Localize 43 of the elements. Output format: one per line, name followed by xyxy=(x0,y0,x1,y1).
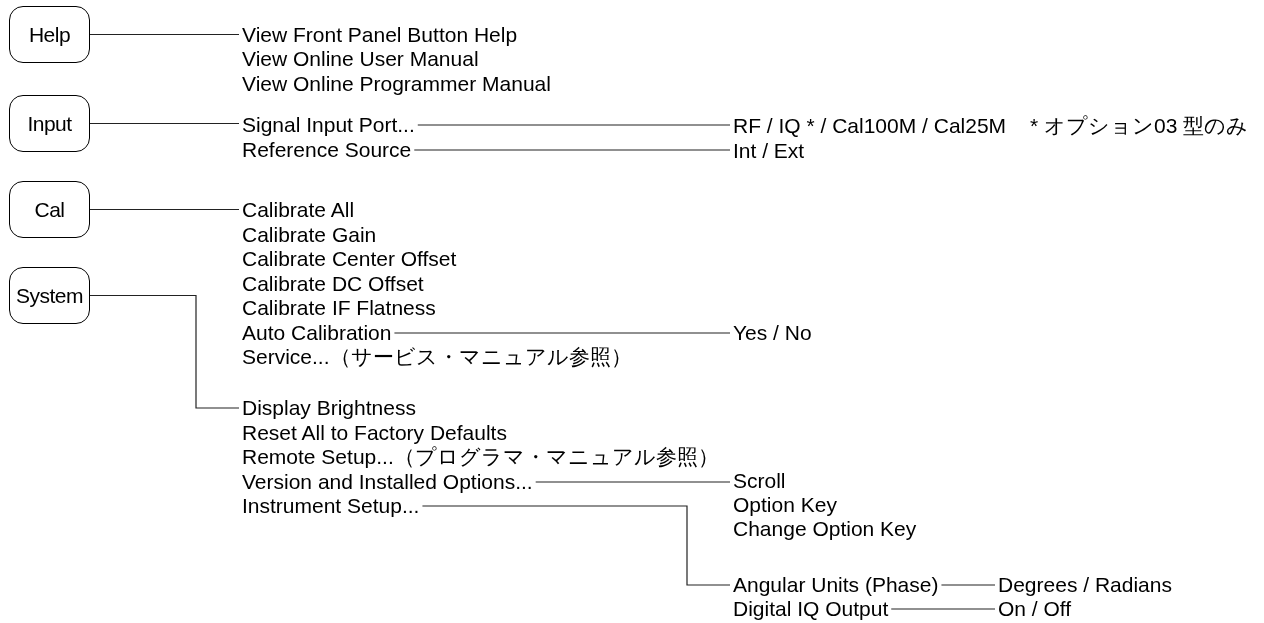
menu-key: Cal xyxy=(9,181,90,238)
menu-item: Calibrate Gain xyxy=(239,223,380,247)
connector-line xyxy=(89,122,240,125)
menu-item: Reference Source xyxy=(239,138,415,162)
menu-item: Degrees / Radians xyxy=(995,573,1175,597)
connector-line xyxy=(417,124,731,126)
menu-item: Display Brightness xyxy=(239,396,419,420)
menu-item: View Online User Manual xyxy=(239,47,482,71)
menu-item: On / Off xyxy=(995,597,1075,621)
connector-line xyxy=(421,505,731,586)
menu-key: Help xyxy=(9,6,90,63)
connector-line xyxy=(393,332,731,334)
menu-item: Scroll xyxy=(730,469,789,493)
menu-item: Version and Installed Options... xyxy=(239,470,536,494)
menu-item: Option Key xyxy=(730,493,840,517)
connector-line xyxy=(413,149,731,151)
menu-key: System xyxy=(9,267,90,324)
menu-item: Calibrate IF Flatness xyxy=(239,296,439,320)
connector-line xyxy=(89,33,240,36)
menu-item: Service...（サービス・マニュアル参照） xyxy=(239,345,635,369)
menu-item: Calibrate All xyxy=(239,198,358,222)
menu-item: Signal Input Port... xyxy=(239,113,418,137)
menu-item: Change Option Key xyxy=(730,517,920,541)
menu-item: Reset All to Factory Defaults xyxy=(239,421,510,445)
menu-key: Input xyxy=(9,95,90,152)
menu-item: Instrument Setup... xyxy=(239,494,423,518)
connector-line xyxy=(940,584,996,586)
menu-item: View Online Programmer Manual xyxy=(239,72,554,96)
connector-line xyxy=(890,608,996,610)
menu-item: Digital IQ Output xyxy=(730,597,892,621)
menu-item: Calibrate Center Offset xyxy=(239,247,460,271)
menu-item: Auto Calibration xyxy=(239,321,395,345)
menu-item: Angular Units (Phase) xyxy=(730,573,942,597)
connector-line xyxy=(535,481,731,483)
menu-item: View Front Panel Button Help xyxy=(239,23,521,47)
menu-item: RF / IQ * / Cal100M / Cal25M xyxy=(730,114,1010,138)
menu-item: Calibrate DC Offset xyxy=(239,272,427,296)
connector-line xyxy=(89,208,240,211)
connector-line xyxy=(89,294,240,409)
option-note: * オプション03 型のみ xyxy=(1030,114,1249,138)
menu-item: Int / Ext xyxy=(730,139,808,163)
menu-item: Remote Setup...（プログラマ・マニュアル参照） xyxy=(239,445,722,469)
menu-item: Yes / No xyxy=(730,321,815,345)
